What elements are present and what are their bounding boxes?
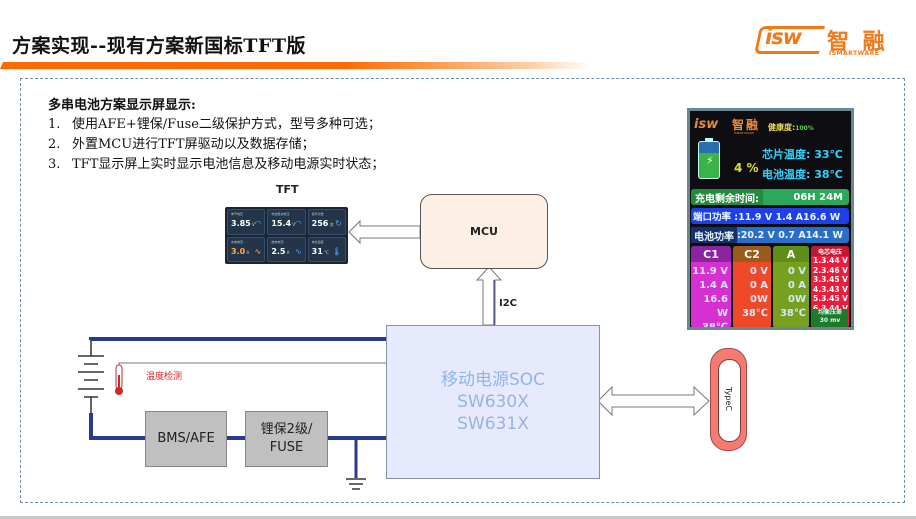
gauge-icon: ◠ (294, 219, 302, 228)
list-item: 1.使用AFE+锂保/Fuse二级保护方式，型号多种可选； (48, 117, 381, 132)
company-logo: isw 智 融 ISMARTWARE (754, 24, 897, 58)
slide-title: 方案实现--现有方案新国标TFT版 (12, 35, 307, 57)
unit: A (245, 249, 250, 255)
health-readout: 健康度:100% (768, 123, 814, 132)
arrow-mcu-to-tft (348, 219, 421, 245)
arrow-soc-typec (597, 385, 710, 417)
wave-icon: ∿ (294, 246, 302, 256)
battery-percent: 4 % (734, 161, 759, 175)
charge-time-bar: 充电剩余时间:06H 24M (691, 189, 849, 205)
logo-cn: 智 融 (827, 30, 888, 55)
typec-inner (718, 359, 741, 442)
lcd-logo: isw (694, 117, 719, 132)
gauge-icon: ◠ (254, 219, 262, 228)
arrow-soc-to-mcu (475, 266, 503, 326)
thermometer-icon: 🌡 (331, 246, 342, 256)
refresh-icon: ↻ (335, 219, 342, 228)
unit: A (285, 249, 290, 255)
cell-voltages: 电芯电压 1.3.44 V 2.3.46 V 3.3.45 V 4.3.43 V… (811, 246, 849, 327)
tft-label: TFT (276, 183, 299, 196)
description: 多串电池方案显示屏显示: 1.使用AFE+锂保/Fuse二级保护方式，型号多种可… (48, 94, 384, 175)
bolt-icon: ⚡ (706, 154, 714, 167)
thermometer-icon (115, 364, 123, 395)
unit: °C (322, 249, 329, 255)
lcd-logo-cn: 智融 (732, 118, 761, 132)
typec-label: TypeC (724, 387, 733, 411)
i2c-label: I2C (499, 298, 518, 309)
fuse-block: 锂保2级/FUSE (245, 411, 328, 467)
unit: 次 (328, 222, 334, 227)
temp-sense-wire (118, 362, 386, 368)
lcd-display: isw 智融 ISMARTWARE 健康度:100% ⚡ 4 % 芯片温度: 3… (687, 108, 854, 330)
wave-icon: ∿ (254, 246, 262, 256)
temp-detect-label: 温度检测 (146, 372, 183, 382)
logo-mark: isw (765, 25, 802, 49)
title-underline (0, 62, 720, 69)
lcd-logo-en: ISMARTWARE (734, 131, 754, 135)
unit: V (250, 222, 255, 227)
description-heading: 多串电池方案显示屏显示: (48, 98, 196, 113)
bms-afe-block: BMS/AFE (145, 411, 227, 467)
battery-power-bar: 电池功率:20.2 V 0.7 A14.1 W (691, 227, 849, 243)
mcu-block: MCU (420, 194, 548, 269)
battery-icon: ⚡ (698, 138, 720, 179)
port-power-bar: 端口功率 :11.9 V 1.4 A16.6 W (691, 208, 849, 224)
list-item: 3.TFT显示屏上实时显示电池信息及移动电源实时状态； (48, 157, 385, 172)
chip-temp: 芯片温度: 33℃ (762, 148, 843, 161)
unit: V (291, 222, 296, 227)
battery-temp: 电池温度: 38℃ (762, 168, 843, 181)
logo-en: ISMARTWARE (829, 50, 880, 57)
list-item: 2.外置MCU进行TFT屏驱动以及数据存储； (48, 137, 315, 152)
battery-symbol-icon (78, 340, 104, 413)
bottom-divider (0, 516, 916, 519)
content-frame (20, 78, 905, 503)
ground-icon (346, 478, 366, 490)
positive-wire (89, 337, 386, 341)
soc-block: 移动电源SOC SW630X SW631X (386, 325, 600, 479)
typec-port: TypeC (710, 348, 747, 451)
negative-wire (89, 413, 145, 440)
